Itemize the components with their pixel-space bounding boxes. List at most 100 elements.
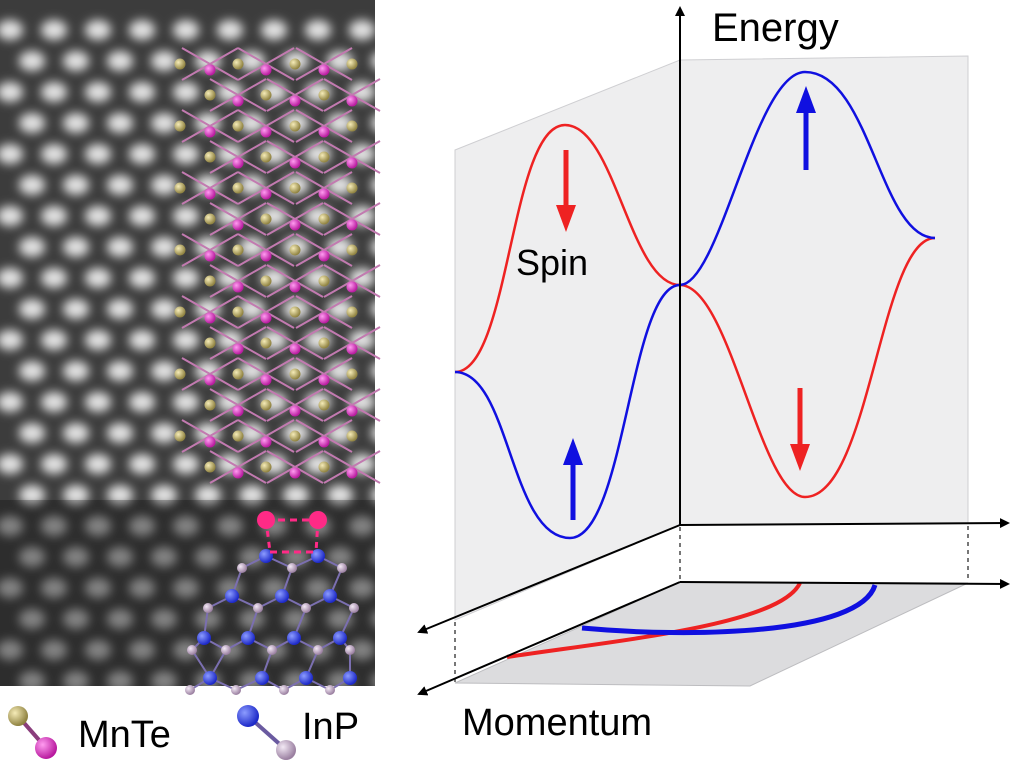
lattice-spot xyxy=(19,113,45,133)
te-atom xyxy=(260,337,272,349)
te-atom xyxy=(174,58,186,70)
lattice-spot xyxy=(327,113,353,133)
lattice-spot xyxy=(327,237,353,257)
lattice-spot xyxy=(239,609,265,629)
lattice-spot xyxy=(0,454,23,474)
mn-atom xyxy=(232,467,244,479)
lattice-spot xyxy=(63,51,89,71)
te-atom xyxy=(174,430,186,442)
lattice-spot xyxy=(41,330,67,350)
lattice-spot xyxy=(283,547,309,567)
lattice-spot xyxy=(41,144,67,164)
mn-atom xyxy=(289,405,301,417)
te-atom xyxy=(346,244,358,256)
lattice-spot xyxy=(63,423,89,443)
lattice-spot xyxy=(19,609,45,629)
lattice-spot xyxy=(173,144,199,164)
mn-atom xyxy=(260,250,272,262)
lattice-spot xyxy=(173,578,199,598)
lattice-spot xyxy=(85,268,111,288)
p-atom xyxy=(301,603,311,613)
lattice-spot xyxy=(85,20,111,40)
in-atom xyxy=(203,671,217,685)
lattice-spot xyxy=(151,547,177,567)
lattice-spot xyxy=(349,578,375,598)
lattice-spot xyxy=(0,640,23,660)
lattice-spot xyxy=(0,82,23,102)
te-atom xyxy=(204,213,216,225)
te-atom xyxy=(174,306,186,318)
lattice-spot xyxy=(129,144,155,164)
lattice-spot xyxy=(19,361,45,381)
mn-atom xyxy=(346,405,358,417)
p-atom xyxy=(337,563,347,573)
mn-atom xyxy=(204,188,216,200)
lattice-spot xyxy=(19,51,45,71)
lattice-spot xyxy=(239,175,265,195)
in-atom xyxy=(299,671,313,685)
lattice-spot xyxy=(41,454,67,474)
mn-atom xyxy=(289,157,301,169)
mn-atom xyxy=(346,157,358,169)
mn-atom xyxy=(232,157,244,169)
lattice-spot xyxy=(371,487,375,503)
lattice-spot xyxy=(371,363,375,379)
te-atom xyxy=(204,337,216,349)
lattice-spot xyxy=(239,299,265,319)
right-plane xyxy=(679,55,969,526)
in-atom xyxy=(197,631,211,645)
lattice-spot xyxy=(173,454,199,474)
lattice-spot xyxy=(173,640,199,660)
lattice-spot xyxy=(349,516,375,536)
p-atom xyxy=(237,563,247,573)
mn-atom xyxy=(204,312,216,324)
spin-down-arrow-icon xyxy=(556,150,576,232)
mn-atom xyxy=(204,374,216,386)
te-atom xyxy=(232,120,244,132)
mn-atom xyxy=(318,64,330,76)
te-atom xyxy=(204,89,216,101)
lattice-spot xyxy=(151,423,177,443)
lattice-image-spots xyxy=(0,20,375,686)
lattice-spot xyxy=(173,268,199,288)
lattice-spot xyxy=(107,609,133,629)
lattice-spot xyxy=(129,454,155,474)
mn-atom xyxy=(260,188,272,200)
lattice-spot xyxy=(63,299,89,319)
p-atom xyxy=(253,603,263,613)
lattice-spot xyxy=(0,20,23,40)
lattice-spot xyxy=(371,53,375,69)
lattice-spot xyxy=(261,20,287,40)
inp-atoms xyxy=(185,549,359,695)
mn-atom xyxy=(260,126,272,138)
te-atom xyxy=(204,151,216,163)
spin-up-arrow-icon xyxy=(563,438,583,520)
lattice-spot xyxy=(0,268,23,288)
mn-atom xyxy=(232,343,244,355)
inp-bond-icon xyxy=(237,705,296,760)
mn-atom xyxy=(232,219,244,231)
mn-atom xyxy=(289,219,301,231)
mnte-bonds xyxy=(181,47,381,484)
te-atom xyxy=(346,306,358,318)
in-atom xyxy=(255,671,269,685)
momentum-axis-label: Momentum xyxy=(462,702,653,744)
mn-atom xyxy=(346,95,358,107)
lattice-spot xyxy=(327,51,353,71)
lattice-spot xyxy=(85,330,111,350)
lattice-spot xyxy=(283,485,309,505)
mn-atom xyxy=(204,64,216,76)
mn-atom xyxy=(346,343,358,355)
lattice-spot xyxy=(63,485,89,505)
lattice-spot xyxy=(41,640,67,660)
te-atom xyxy=(346,430,358,442)
mnte-crystal-overlay xyxy=(174,47,381,484)
te-atom xyxy=(346,368,358,380)
te-atom xyxy=(204,461,216,473)
mnte-bond-icon xyxy=(8,706,57,759)
mn-atom xyxy=(346,219,358,231)
mn-atom xyxy=(232,405,244,417)
te-atom xyxy=(318,461,330,473)
te-atom xyxy=(346,182,358,194)
lattice-spot xyxy=(173,392,199,412)
